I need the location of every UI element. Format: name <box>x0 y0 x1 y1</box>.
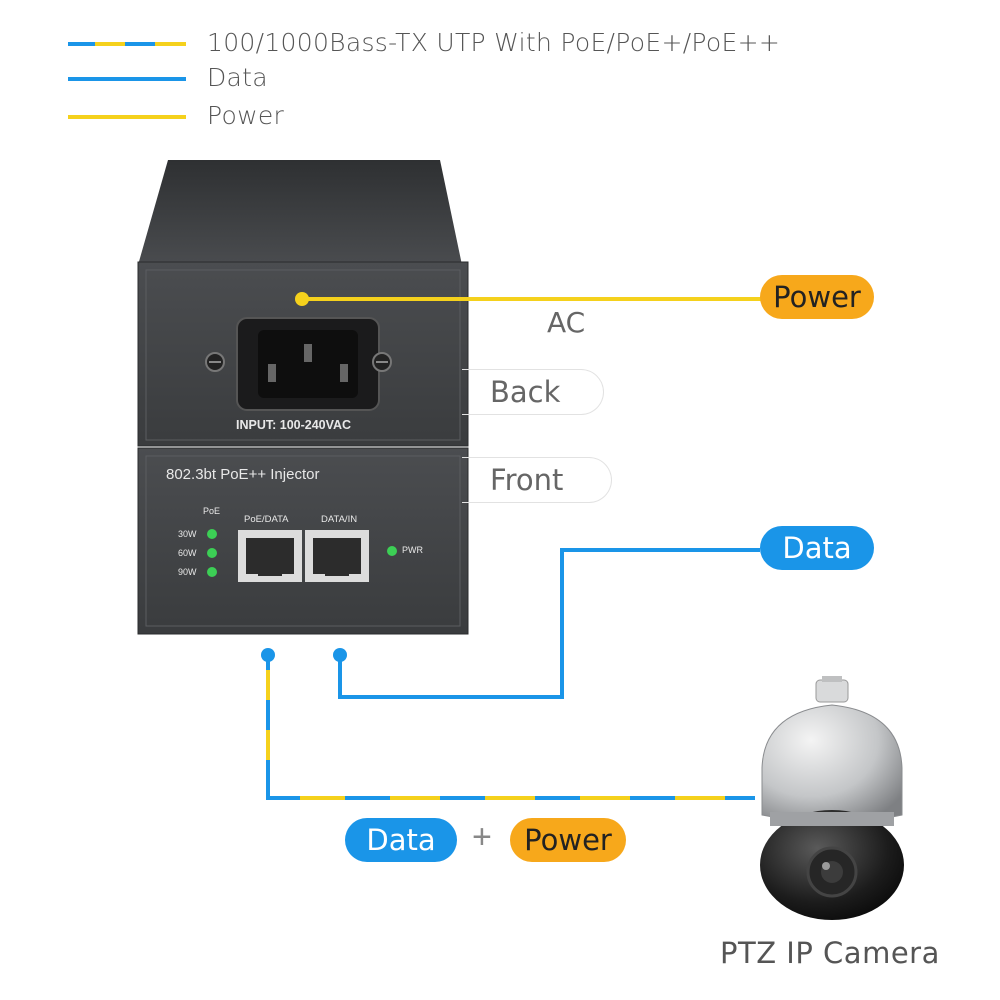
legend-label-poe: 100/1000Bass-TX UTP With PoE/PoE+/PoE++ <box>207 28 781 57</box>
front-label: Front <box>462 457 612 503</box>
poe-level-90w: 90W <box>178 567 197 577</box>
poe-level-30w: 30W <box>178 529 197 539</box>
pwr-label: PWR <box>402 545 423 555</box>
bottom-data-pill: Data <box>345 818 457 862</box>
legend-label-data: Data <box>207 63 268 92</box>
poe-line-to-camera <box>261 648 755 800</box>
device-input-label: INPUT: 100-240VAC <box>236 418 352 432</box>
rj45-port-poe-data <box>238 530 302 582</box>
power-pill: Power <box>760 275 874 319</box>
data-pill: Data <box>760 526 874 570</box>
port-label-data-in: DATA/IN <box>321 514 358 525</box>
led-90w <box>207 567 217 577</box>
camera-caption: PTZ IP Camera <box>720 936 940 970</box>
injector-front-unit <box>137 447 469 635</box>
ptz-camera-icon <box>760 676 904 920</box>
back-label: Back <box>462 369 604 415</box>
poe-level-60w: 60W <box>178 548 197 558</box>
injector-back-unit <box>137 160 469 447</box>
ac-power-line <box>295 292 780 306</box>
port-label-poe-data: PoE/DATA <box>244 514 289 525</box>
poe-header: PoE <box>203 506 221 516</box>
device-name: 802.3bt PoE++ Injector <box>166 466 320 483</box>
led-30w <box>207 529 217 539</box>
ac-power-socket <box>205 317 392 411</box>
ac-label: AC <box>547 306 586 339</box>
legend-label-power: Power <box>207 101 285 130</box>
plus-sign: + <box>472 818 492 856</box>
led-60w <box>207 548 217 558</box>
data-in-line <box>333 548 760 699</box>
led-pwr <box>387 546 397 556</box>
bottom-power-pill: Power <box>510 818 626 862</box>
rj45-port-data-in <box>305 530 369 582</box>
